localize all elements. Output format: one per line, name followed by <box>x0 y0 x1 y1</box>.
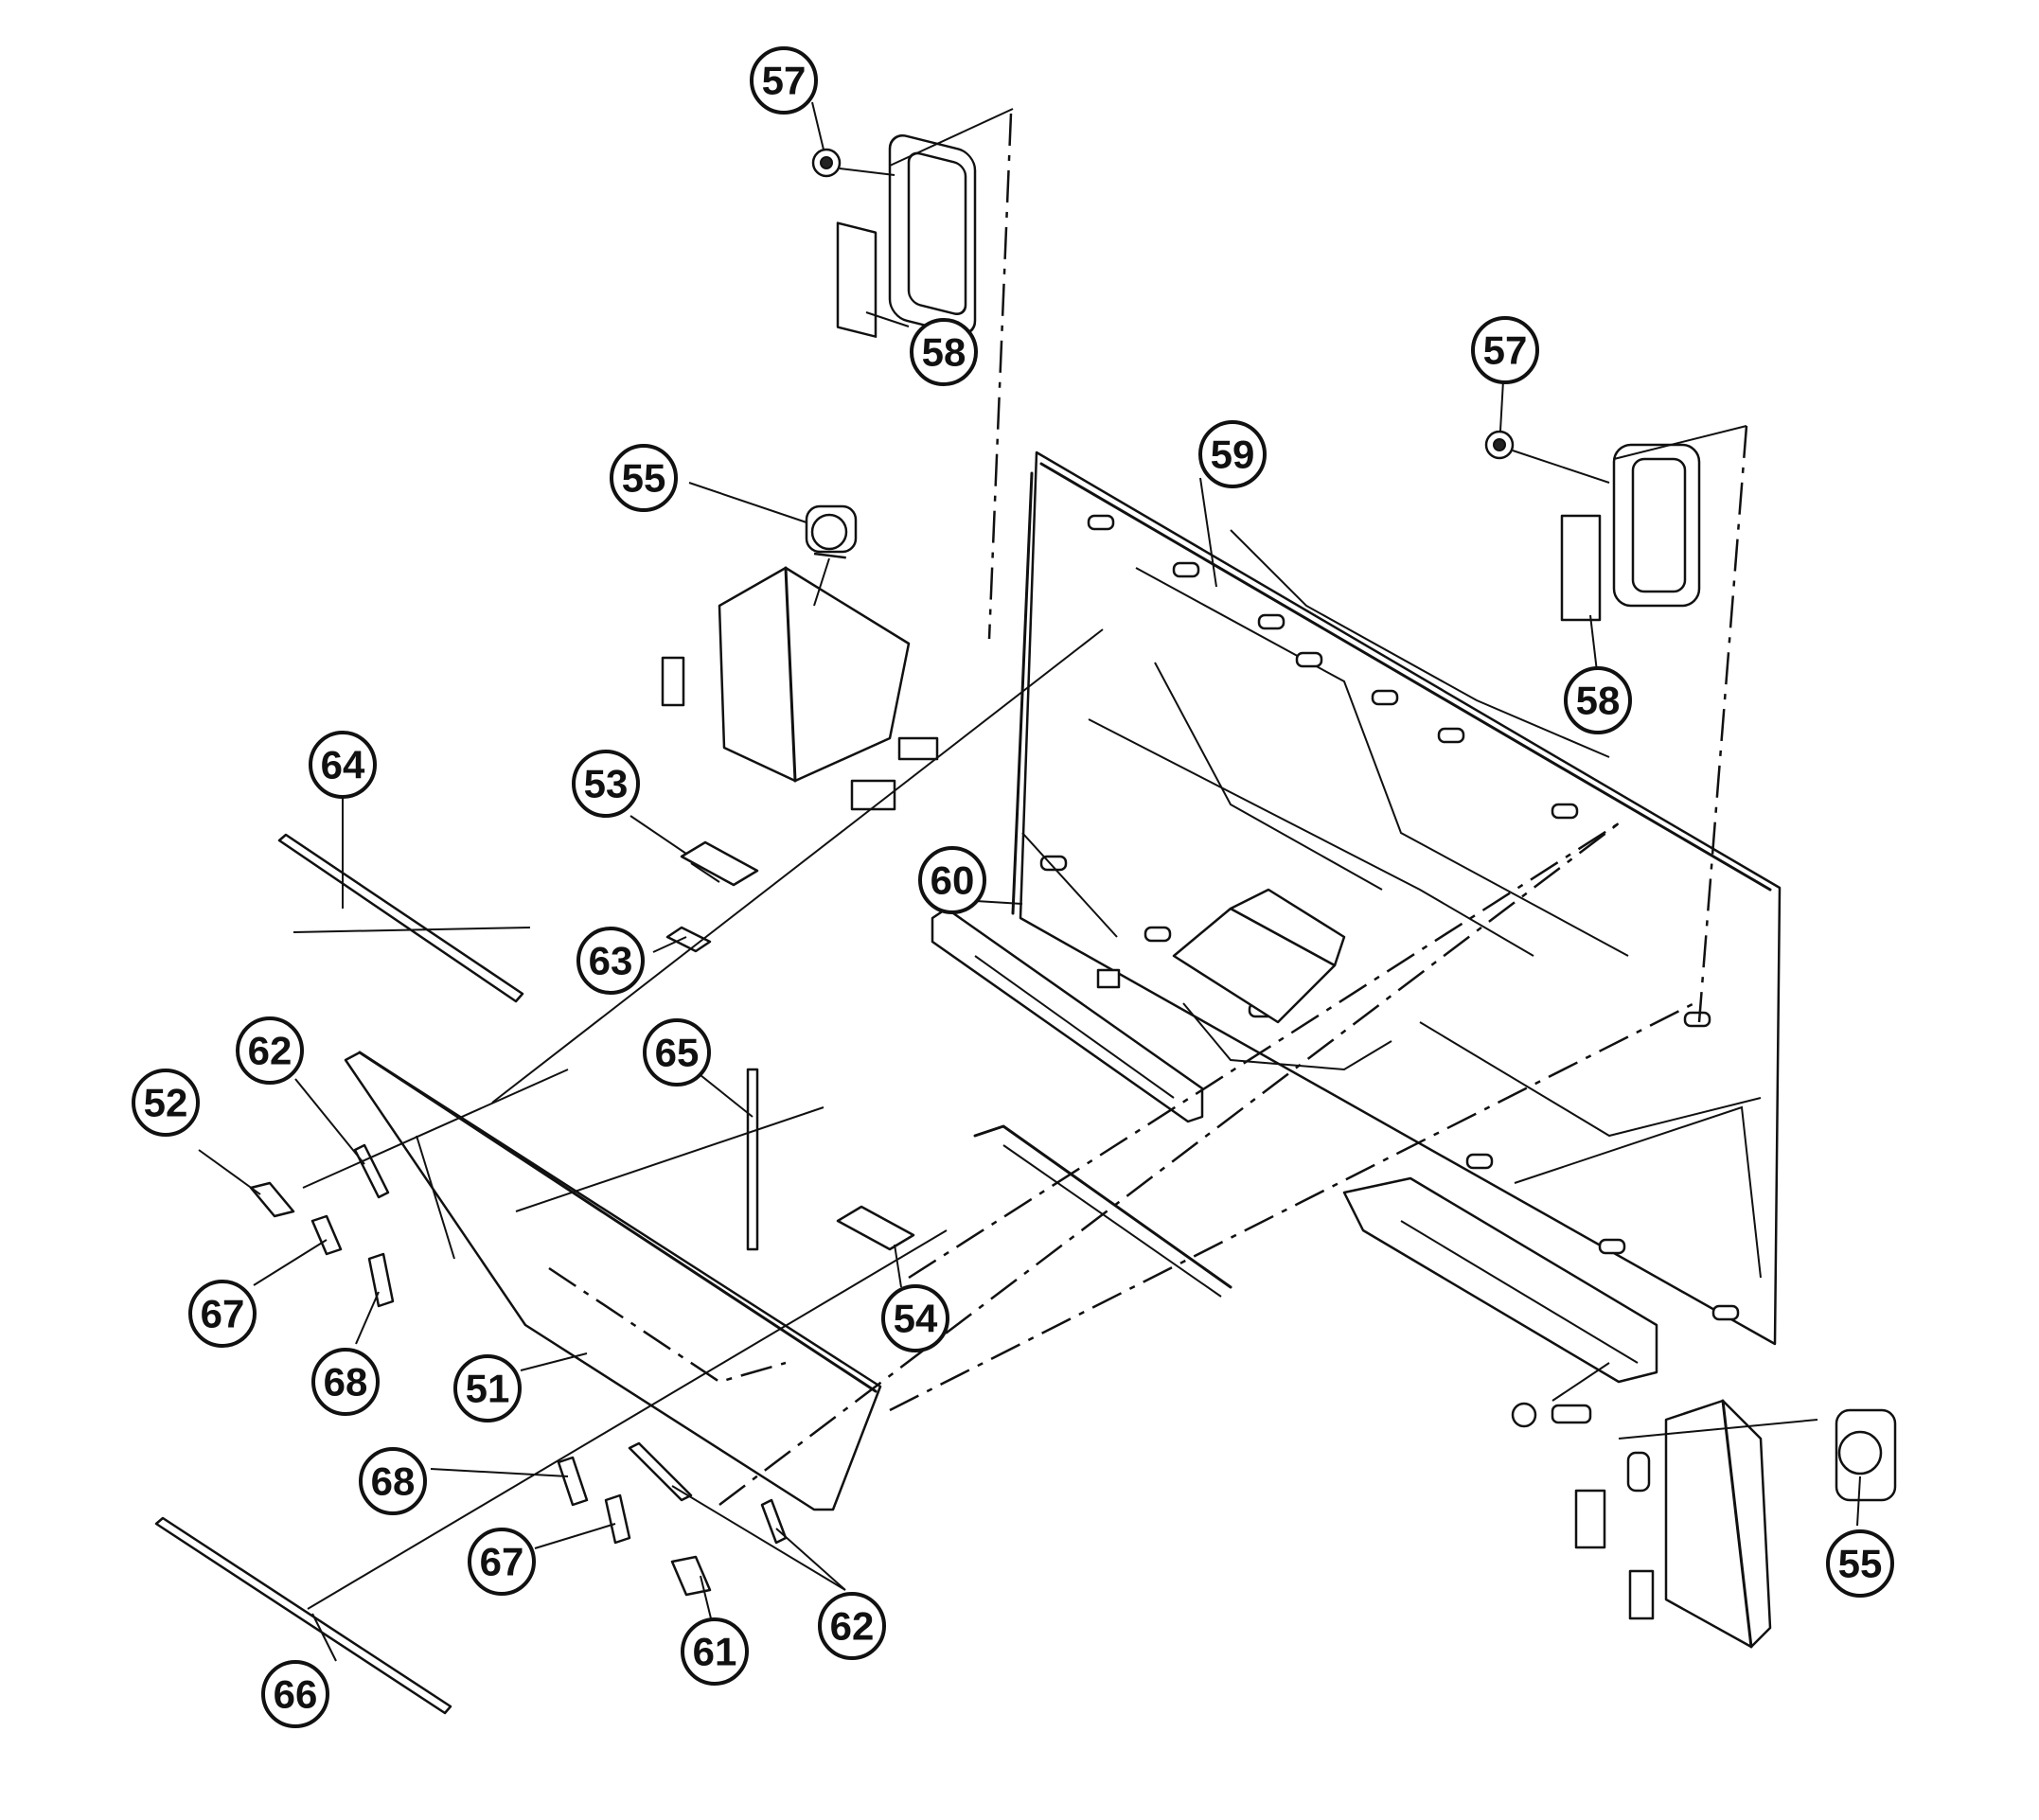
callout-label: 64 <box>321 743 365 787</box>
callout-57-upper: 57 <box>750 46 818 115</box>
callout-label: 57 <box>1483 328 1528 373</box>
callout-label: 58 <box>1576 679 1621 723</box>
clip-52 <box>249 1181 295 1218</box>
speaker-unit-right <box>1835 1408 1897 1502</box>
bracket-53 <box>680 840 759 887</box>
callout-68-lower: 68 <box>359 1447 427 1515</box>
callout-label: 57 <box>762 59 807 103</box>
callout-label: 54 <box>894 1297 938 1341</box>
callout-label: 65 <box>655 1031 700 1075</box>
callout-label: 61 <box>693 1630 737 1674</box>
callout-54: 54 <box>881 1284 949 1352</box>
callout-55-right: 55 <box>1826 1529 1894 1598</box>
speaker-terminal-upper <box>811 148 895 178</box>
callout-64: 64 <box>309 731 377 799</box>
callout-label: 68 <box>371 1459 416 1504</box>
spacer-60 <box>1096 968 1121 989</box>
front-panel <box>344 1051 882 1511</box>
callout-label: 67 <box>201 1292 245 1336</box>
speaker-housing-right <box>1574 1399 1772 1649</box>
lower-frame-center <box>973 1124 1232 1298</box>
assembly-lines <box>293 113 1818 1610</box>
callout-60: 60 <box>918 846 986 914</box>
speaker-terminal-right <box>1484 430 1610 484</box>
callout-61: 61 <box>681 1617 749 1686</box>
callout-leaders <box>198 101 1861 1662</box>
trim-strip-64 <box>277 833 524 1003</box>
callout-68-left: 68 <box>311 1348 380 1416</box>
callout-51: 51 <box>453 1354 522 1422</box>
callout-62-upper: 62 <box>236 1016 304 1085</box>
lower-frame-right <box>1342 1176 1658 1384</box>
callout-58-right: 58 <box>1564 666 1632 734</box>
callout-label: 60 <box>931 858 975 903</box>
callout-label: 58 <box>922 330 966 375</box>
callout-63: 63 <box>576 927 645 995</box>
callout-label: 55 <box>1838 1542 1883 1586</box>
screw-and-washer <box>1511 1402 1592 1428</box>
callout-label: 62 <box>830 1604 875 1649</box>
callout-57-right: 57 <box>1471 316 1539 384</box>
callout-label: 66 <box>274 1672 318 1717</box>
trim-strip-66 <box>154 1516 452 1715</box>
rear-cabinet-panel <box>1011 451 1782 1346</box>
speaker-unit-left <box>805 504 858 607</box>
callout-label: 63 <box>589 939 633 983</box>
spacer-63 <box>665 926 712 953</box>
callout-59: 59 <box>1198 420 1267 488</box>
callout-58-upper: 58 <box>910 318 978 386</box>
callout-label: 52 <box>144 1081 188 1125</box>
callout-66: 66 <box>261 1660 329 1728</box>
callout-label: 55 <box>622 456 666 501</box>
clip-61 <box>670 1555 712 1597</box>
callout-67-lower: 67 <box>468 1528 536 1596</box>
pads-67-68 <box>310 1214 631 1545</box>
callout-53: 53 <box>572 750 640 818</box>
callout-label: 62 <box>248 1029 293 1073</box>
speaker-box-upper <box>836 108 1014 338</box>
callout-label: 53 <box>584 762 629 806</box>
speaker-box-right <box>1560 425 1747 622</box>
trim-strip-65 <box>746 1068 759 1251</box>
callout-52: 52 <box>132 1069 200 1137</box>
callout-62-lower: 62 <box>818 1592 886 1660</box>
speaker-housing-left <box>661 566 939 811</box>
callout-67-left: 67 <box>188 1280 257 1348</box>
callout-55-left: 55 <box>610 444 678 512</box>
callout-label: 51 <box>466 1367 510 1411</box>
callout-65: 65 <box>643 1018 711 1087</box>
callout-label: 59 <box>1211 433 1255 477</box>
callout-label: 67 <box>480 1540 524 1584</box>
callout-label: 68 <box>324 1360 368 1405</box>
bracket-54 <box>836 1205 915 1251</box>
